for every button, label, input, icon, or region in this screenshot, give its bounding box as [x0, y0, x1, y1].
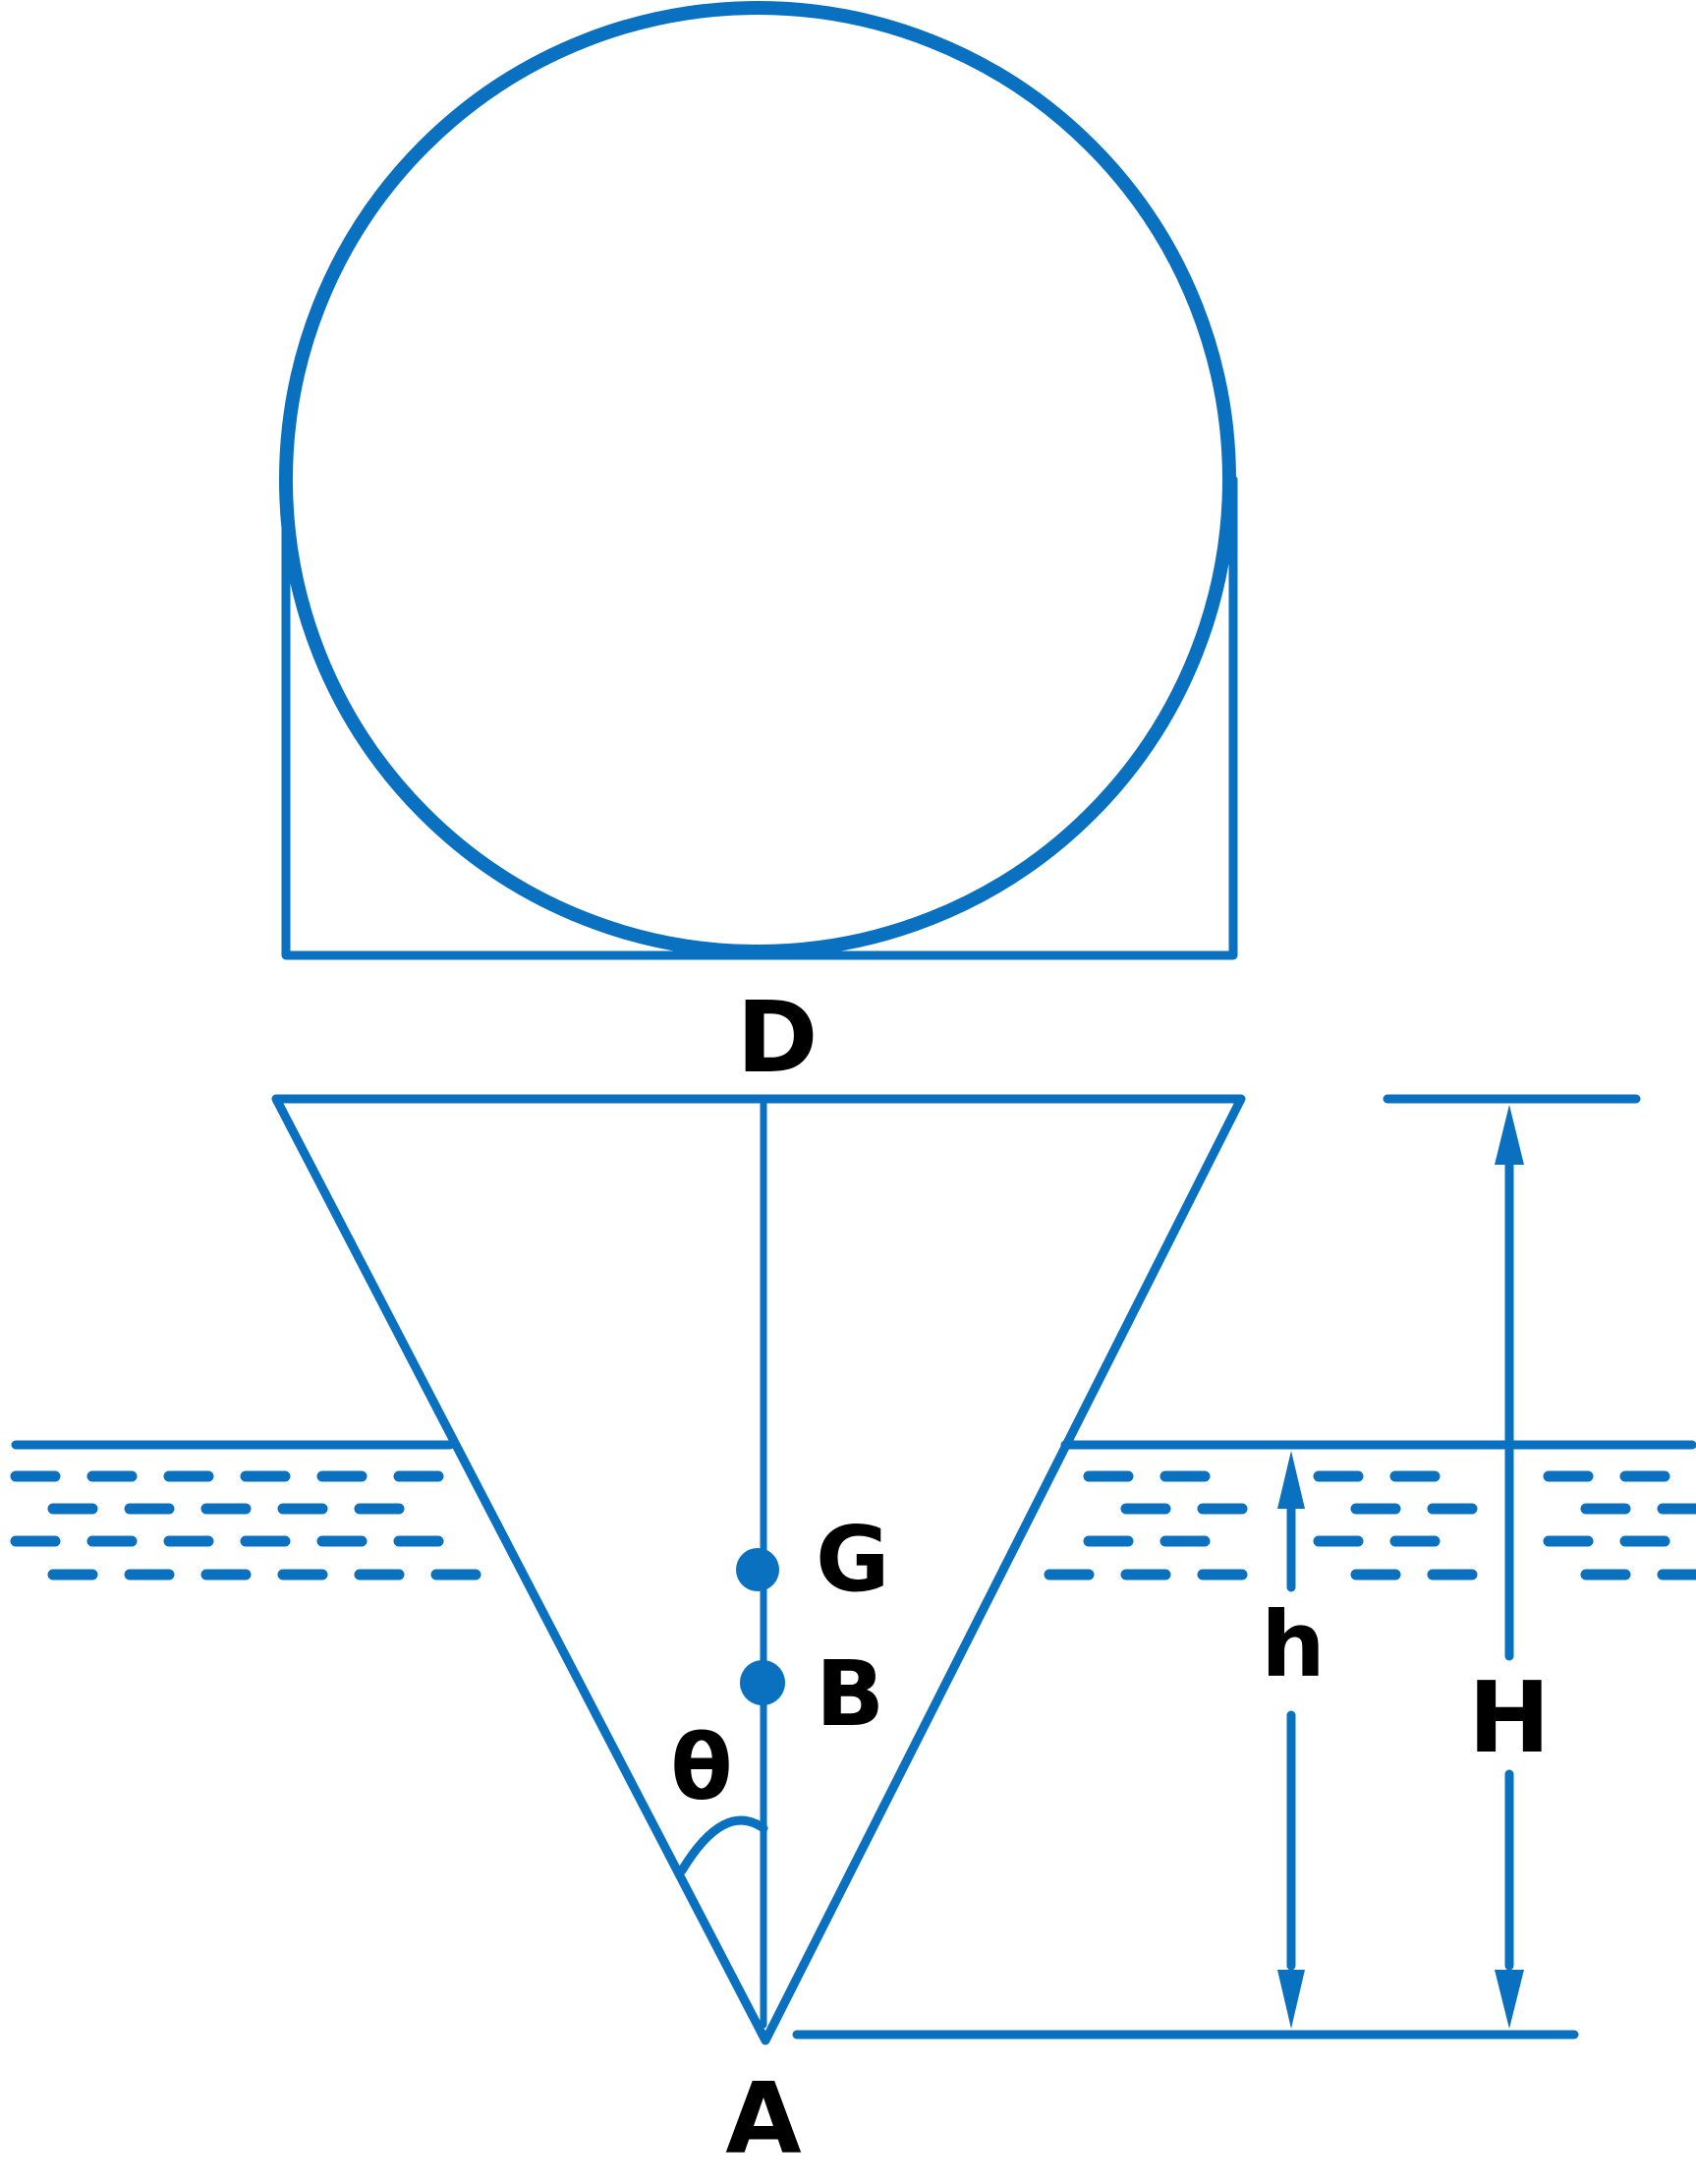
h-arrow-head-down [1277, 1970, 1305, 2029]
cone-outline [271, 1094, 1246, 2045]
water-dashes [10, 1470, 1696, 1581]
top-view-outline [281, 475, 1238, 960]
top-view [279, 1, 1238, 960]
dimension-big-h: H [1383, 1094, 1641, 2029]
point-b-label: B [816, 1641, 884, 1747]
angle-label: θ [670, 1715, 732, 1820]
big-h-arrow-head-down [1495, 1970, 1524, 2029]
point-g-label: G [816, 1507, 890, 1612]
apex-label: A [725, 2061, 801, 2176]
diameter-label: D [736, 980, 818, 1095]
h-label: h [1261, 1592, 1326, 1697]
point-g [736, 1548, 779, 1591]
angle-arc [677, 1815, 768, 1875]
big-h-label: H [1468, 1660, 1551, 1775]
h-arrow-head-up [1277, 1451, 1305, 1509]
big-h-arrow-head-up [1495, 1105, 1524, 1165]
top-view-circle [279, 1, 1236, 958]
point-b [740, 1660, 785, 1705]
dimension-h: h [792, 1451, 1579, 2040]
